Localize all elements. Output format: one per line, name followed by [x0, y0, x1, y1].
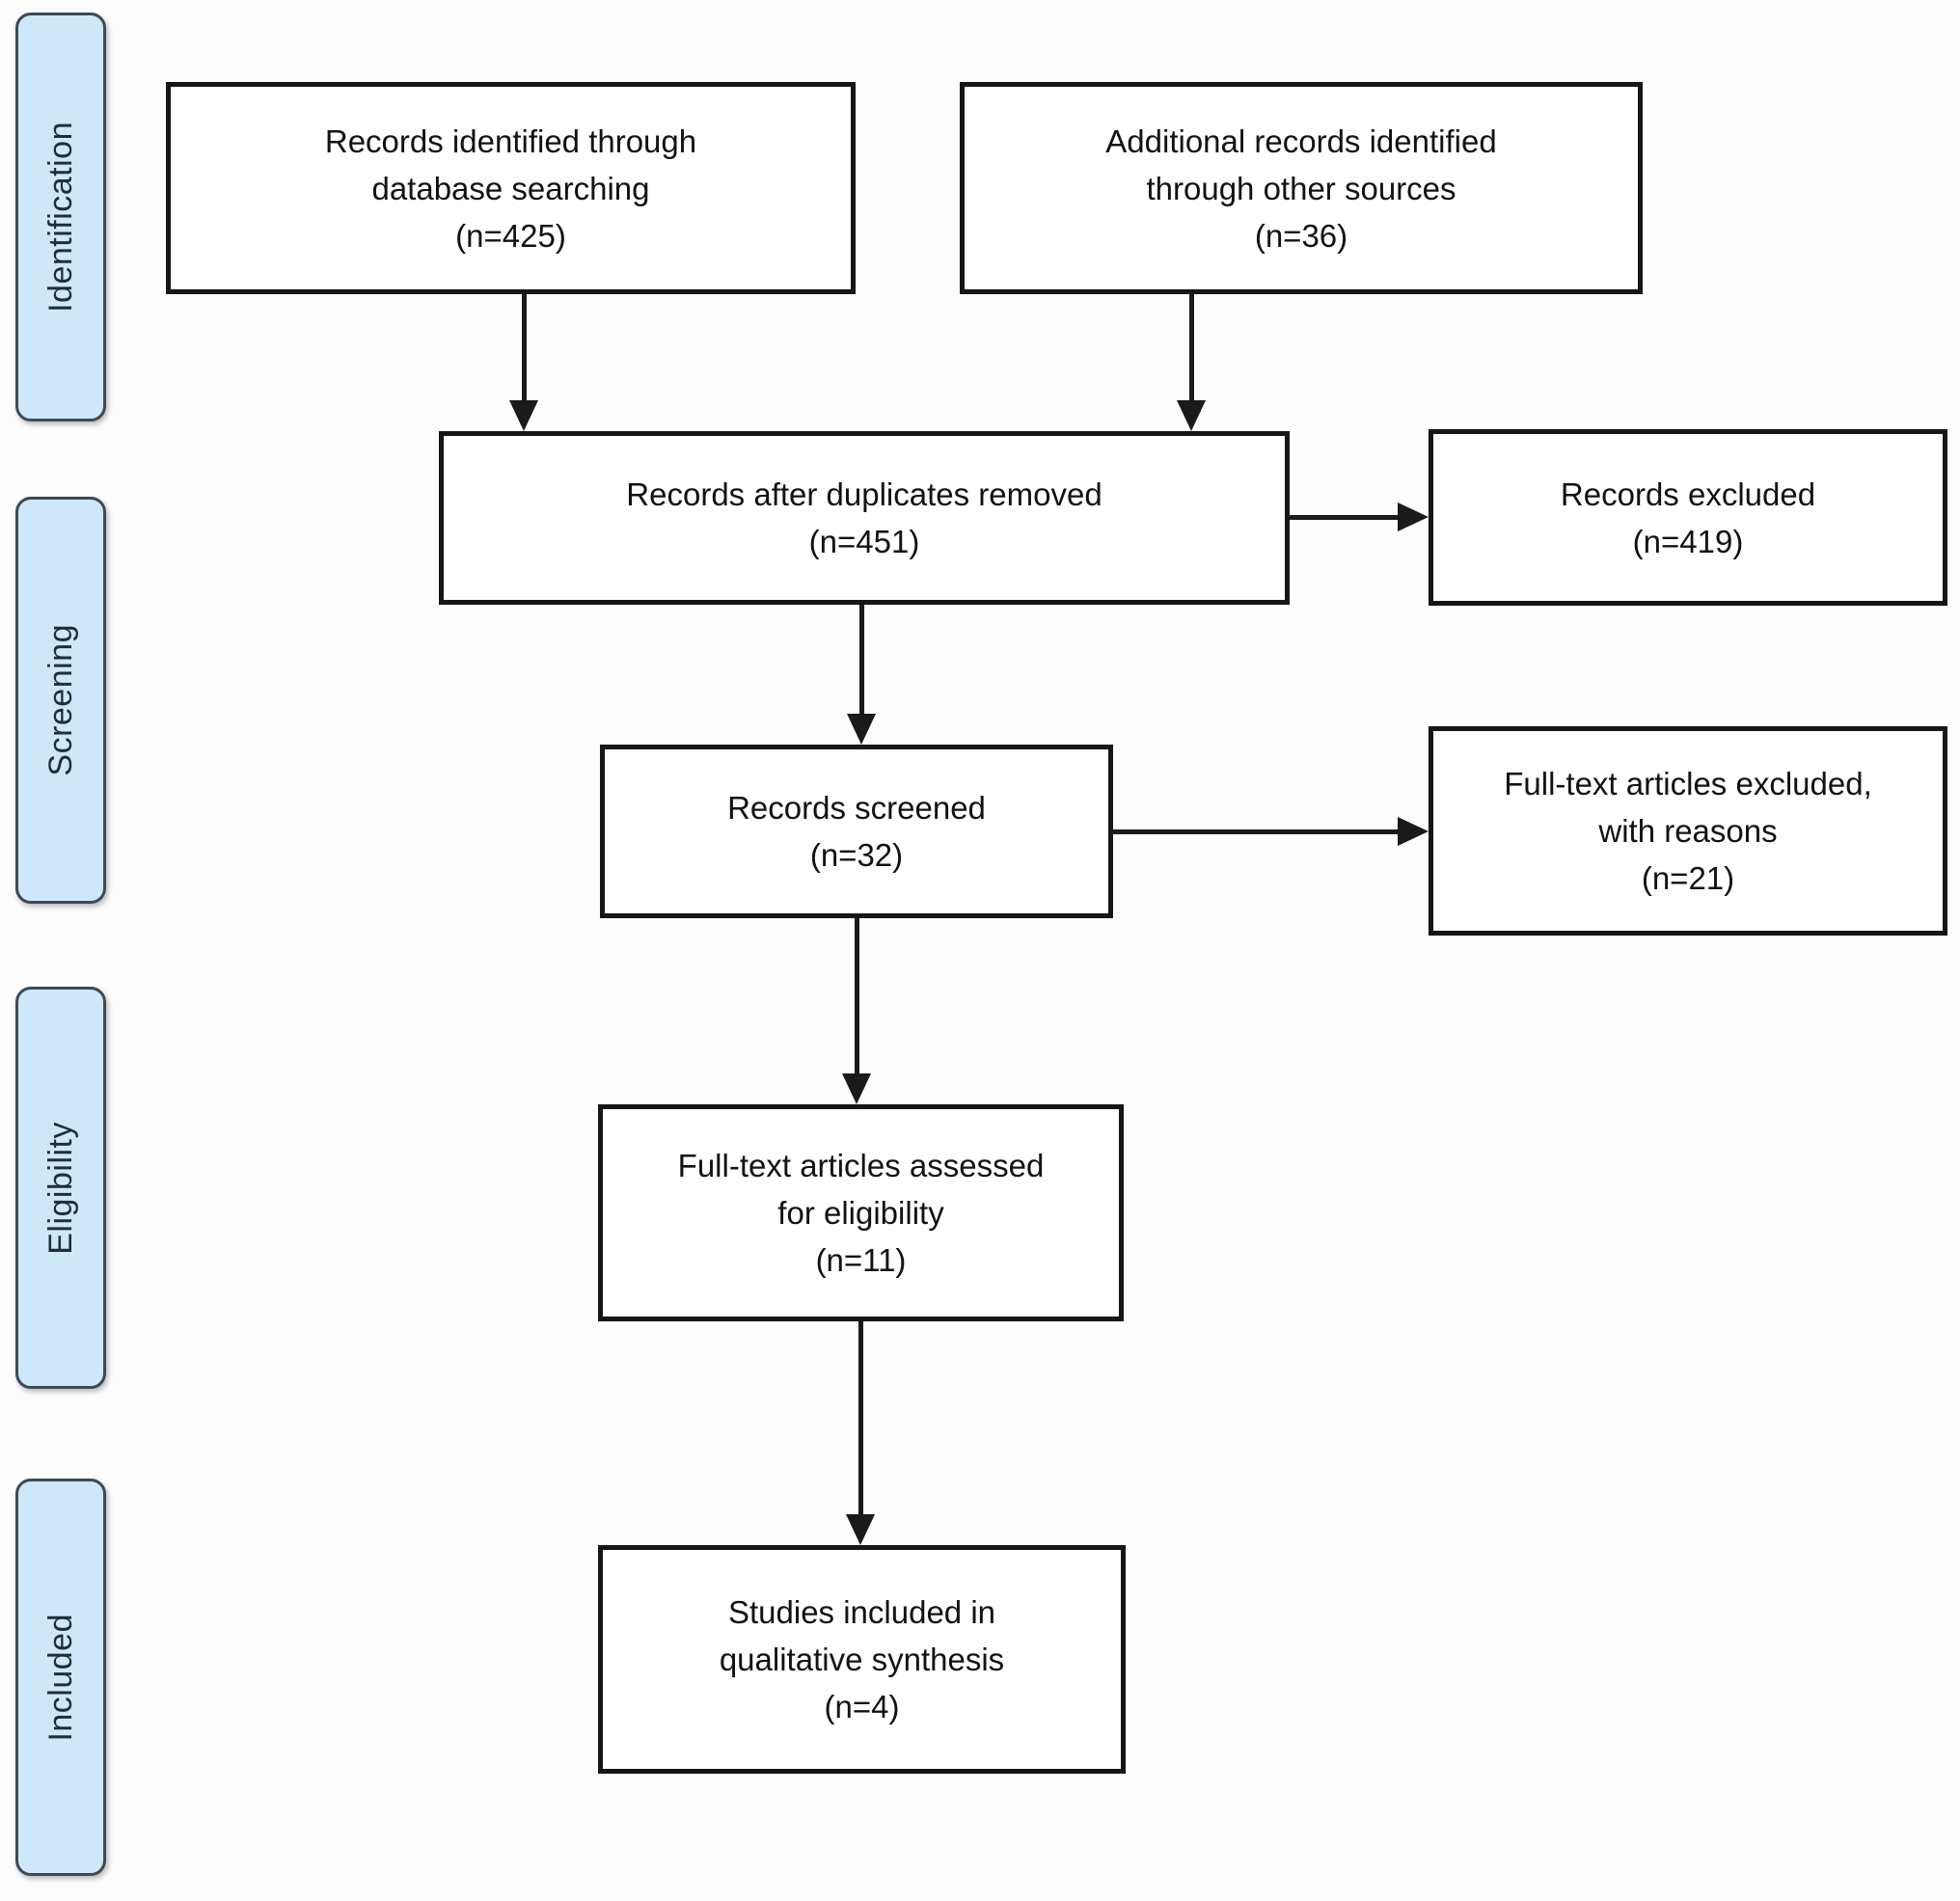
- box-count: (n=11): [815, 1242, 907, 1278]
- box-text-line: Full-text articles assessed: [677, 1148, 1045, 1183]
- box-text-line: for eligibility: [777, 1195, 944, 1231]
- box-text-line: Records after duplicates removed: [626, 476, 1102, 512]
- box-text-line: with reasons: [1598, 813, 1778, 849]
- box-text-line: Records excluded: [1560, 475, 1816, 512]
- box-text-line: Records screened: [727, 790, 986, 826]
- stage-eligibility-label: Eligibility: [41, 1121, 79, 1255]
- box-text-line: Full-text articles excluded,: [1504, 766, 1872, 801]
- box-count: (n=419): [1632, 523, 1744, 559]
- box-text-line: Records identified through: [324, 122, 697, 159]
- arrow-duplicates-to-screened-shaft: [859, 605, 864, 718]
- box-records-excluded: Records excluded (n=419): [1429, 429, 1947, 606]
- arrow-assessed-to-included-head: [846, 1514, 875, 1545]
- box-count: (n=21): [1641, 860, 1735, 896]
- arrow-duplicates-to-excluded-head: [1398, 502, 1429, 531]
- arrow-duplicates-to-excluded-shaft: [1290, 515, 1402, 520]
- arrow-additional-to-duplicates-head: [1177, 400, 1206, 431]
- box-studies-included: Studies included in qualitative synthesi…: [598, 1545, 1126, 1774]
- box-records-after-duplicates: Records after duplicates removed (n=451): [439, 431, 1290, 605]
- box-count: (n=32): [809, 837, 904, 873]
- stage-identification: Identification: [15, 13, 106, 421]
- stage-included-label: Included: [41, 1613, 79, 1742]
- box-text-line: database searching: [371, 170, 650, 206]
- stage-included: Included: [15, 1479, 106, 1876]
- box-text-line: Additional records identified: [1105, 122, 1497, 159]
- stage-identification-label: Identification: [41, 122, 79, 312]
- arrow-screened-to-assessed-head: [842, 1073, 871, 1104]
- arrow-duplicates-to-screened-head: [847, 714, 876, 745]
- arrow-assessed-to-included-shaft: [858, 1321, 863, 1518]
- box-fulltext-excluded: Full-text articles excluded, with reason…: [1429, 726, 1947, 936]
- box-text-line: Studies included in: [727, 1594, 996, 1630]
- box-fulltext-assessed: Full-text articles assessed for eligibil…: [598, 1104, 1124, 1321]
- box-additional-records: Additional records identified through ot…: [960, 82, 1643, 294]
- stage-screening-label: Screening: [41, 624, 79, 776]
- arrow-screened-to-ftexcluded-head: [1398, 817, 1429, 846]
- stage-eligibility: Eligibility: [15, 987, 106, 1389]
- box-text-line: qualitative synthesis: [719, 1642, 1005, 1677]
- box-text-line: through other sources: [1146, 170, 1456, 206]
- arrow-screened-to-ftexcluded-shaft: [1113, 829, 1402, 834]
- box-records-identified: Records identified through database sear…: [166, 82, 856, 294]
- arrow-screened-to-assessed-shaft: [855, 918, 859, 1077]
- arrow-identified-to-duplicates-head: [509, 400, 538, 431]
- stage-screening: Screening: [15, 497, 106, 904]
- box-records-screened: Records screened (n=32): [600, 745, 1113, 918]
- box-count: (n=36): [1254, 217, 1348, 254]
- box-count: (n=4): [824, 1689, 900, 1724]
- box-count: (n=425): [455, 217, 566, 254]
- arrow-additional-to-duplicates-shaft: [1189, 294, 1194, 404]
- arrow-identified-to-duplicates-shaft: [522, 294, 527, 404]
- box-count: (n=451): [808, 524, 920, 559]
